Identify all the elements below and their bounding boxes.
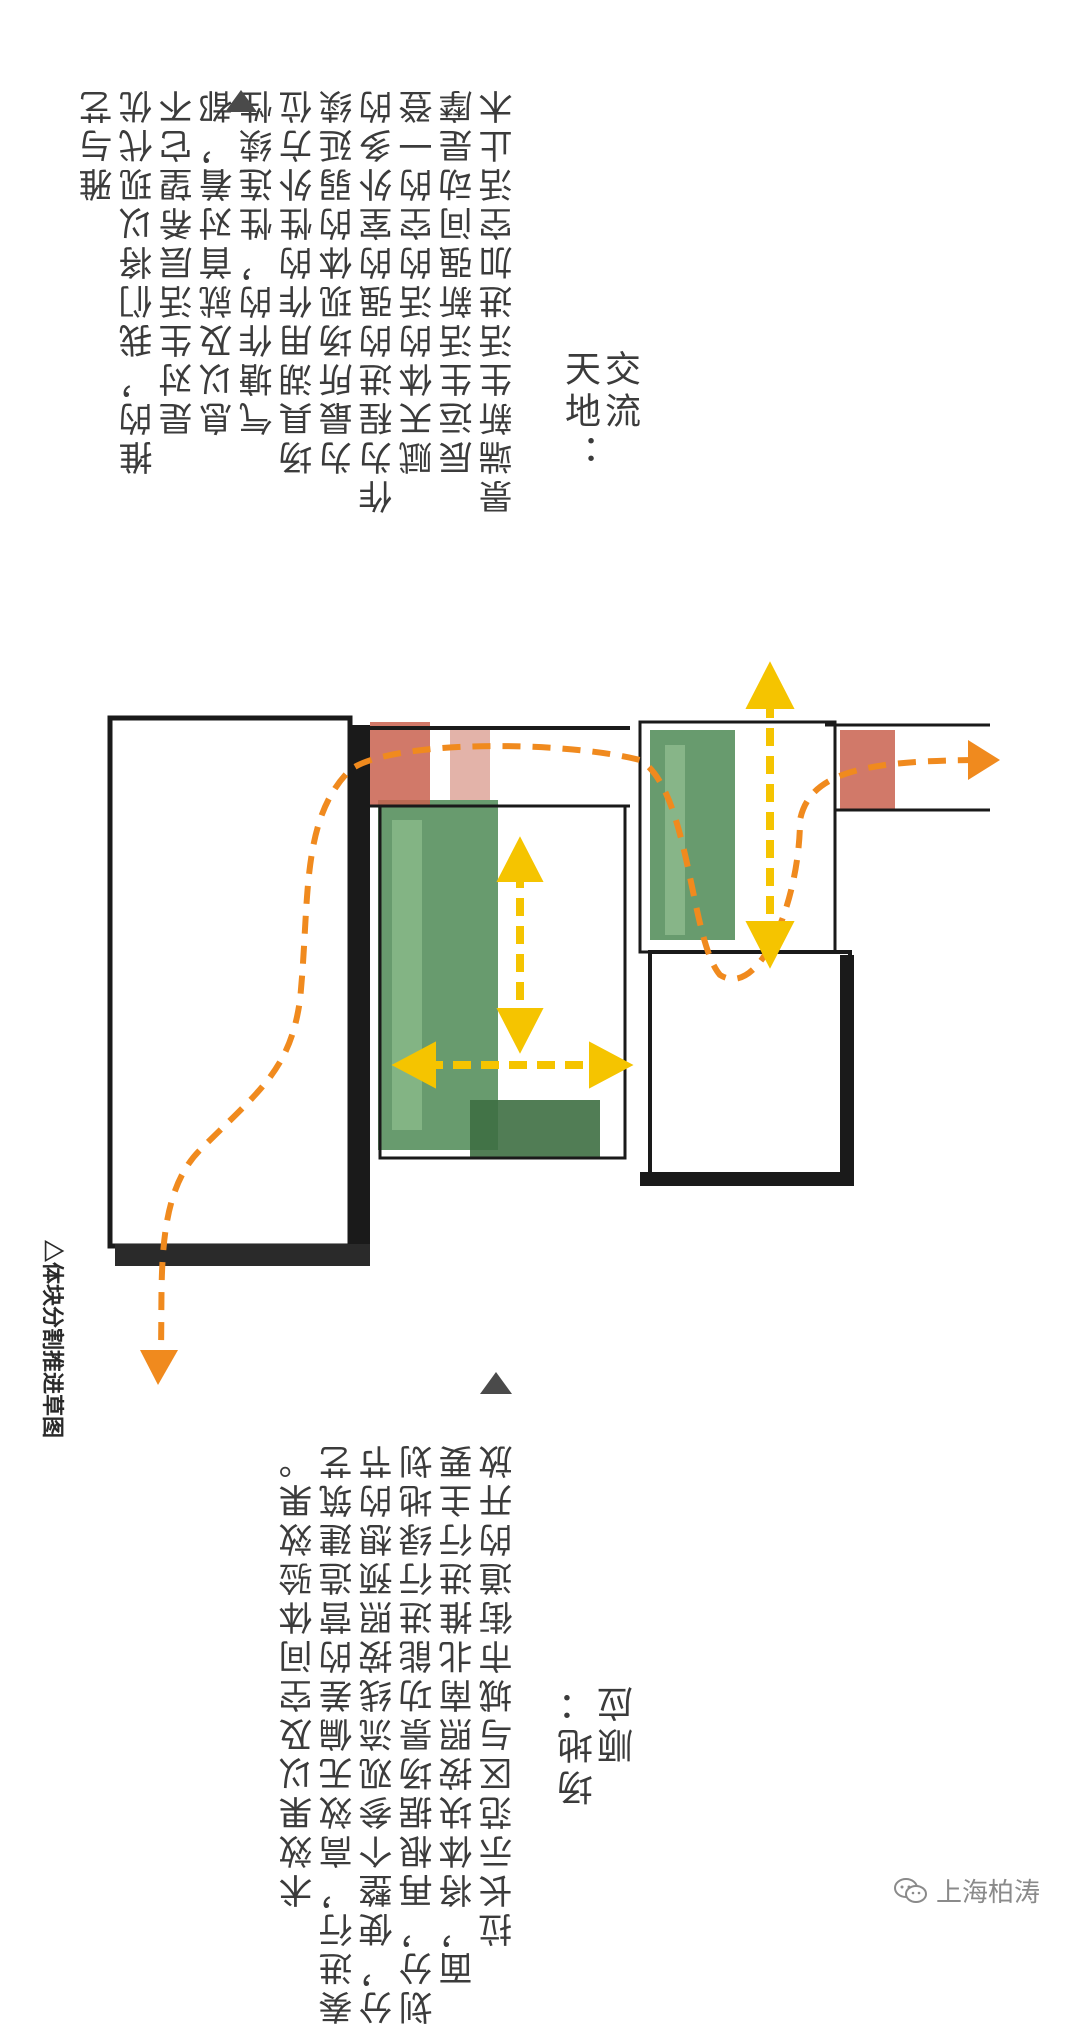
bottom-body-col-4: 分，使整个参观流线按照预想的节 — [359, 1440, 399, 2025]
bottom-body-col-1: 拉长示范区与城市街道的开放 — [479, 1440, 519, 1947]
green-court-main — [378, 800, 627, 1160]
brick-strip — [350, 722, 895, 810]
watermark: 上海柏涛 — [893, 1872, 1040, 1909]
bottom-body-col-5: 奏进行，高效无偏差的营造建筑艺 — [319, 1440, 359, 2025]
bottom-body-col-3: 划分，再根据场景功能进行绿地划 — [399, 1440, 439, 2025]
top-title-line-2: 天地： — [559, 350, 600, 476]
orange-circulation-path — [157, 743, 991, 1371]
watermark-text: 上海柏涛 — [935, 1878, 1040, 1908]
figure-caption: △体块分割推进草图 — [40, 1240, 65, 1439]
massing-sketch — [107, 661, 1000, 1385]
yellow-arrows — [391, 661, 795, 1089]
wechat-icon — [893, 1877, 927, 1903]
left-block — [107, 715, 370, 1266]
bottom-title-line-1: 顺应 — [598, 1680, 639, 1764]
top-title-line-1: 交流 — [599, 350, 640, 434]
bottom-body-col-6: 术效果以及空间体验效果。 — [279, 1440, 319, 1908]
green-court-upper-right — [638, 720, 837, 954]
bottom-title-line-2: 场地： — [558, 1680, 599, 1806]
orange-arrow-end-bottom — [140, 1350, 178, 1385]
right-block — [640, 723, 990, 1186]
orange-arrow-end-right — [968, 740, 1000, 780]
bottom-marker-triangle — [480, 1372, 512, 1394]
top-marker-triangle — [225, 90, 257, 112]
bottom-body-col-2: 面，将体块按照南北推进行主要 — [439, 1440, 479, 1986]
